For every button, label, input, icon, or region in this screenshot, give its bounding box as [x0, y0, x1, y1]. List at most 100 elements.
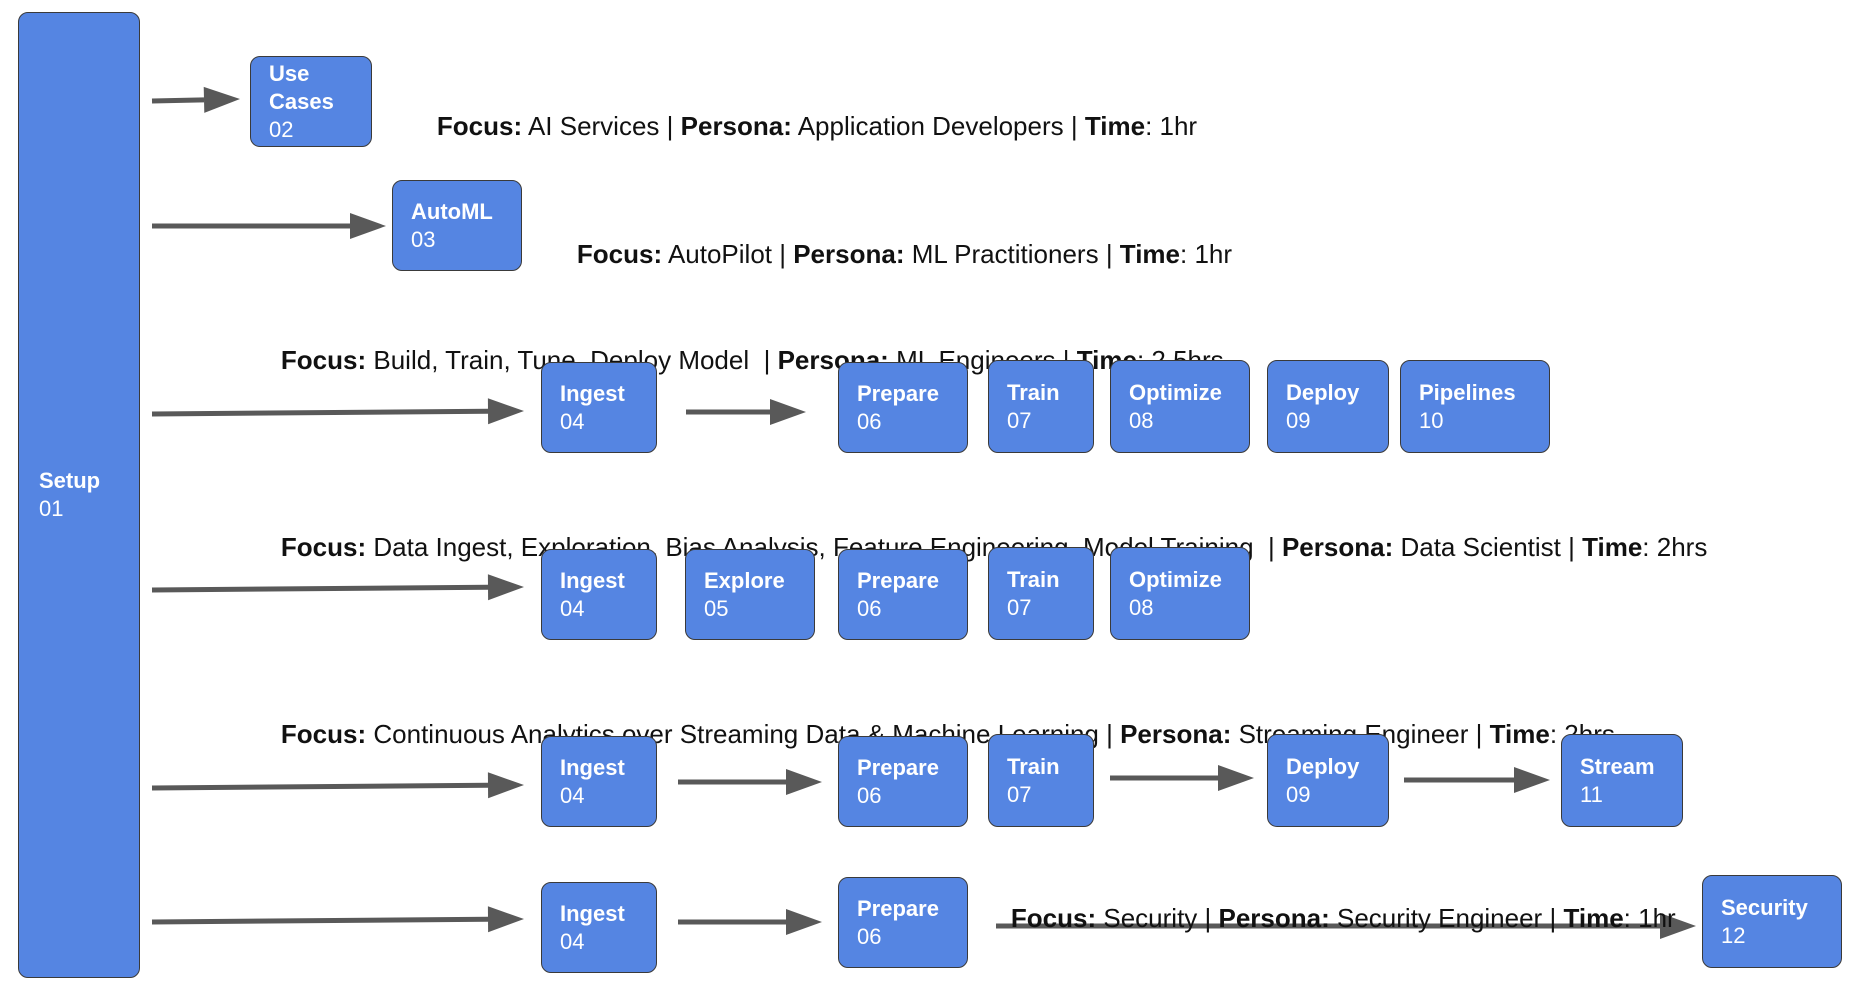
flow-arrow: [678, 769, 822, 795]
node-setup-label: Setup: [39, 468, 101, 493]
arrow-head: [487, 574, 524, 601]
flow-arrow: [151, 906, 524, 933]
node-explore: Explore 05: [685, 549, 815, 640]
node-prepare-label: Prepare: [857, 567, 939, 593]
node-train: Train 07: [988, 734, 1094, 827]
persona-label: Persona:: [680, 111, 792, 141]
node-prepare-number: 06: [857, 782, 882, 808]
arrow-shaft: [151, 584, 489, 593]
node-security-label: Security: [1721, 894, 1808, 920]
node-train-number: 07: [1007, 407, 1032, 433]
arrow-shaft: [151, 408, 489, 417]
node-deploy-label: Deploy: [1286, 753, 1360, 779]
node-prepare-label: Prepare: [857, 380, 939, 406]
arrow-shaft: [151, 916, 489, 925]
node-use-cases: Use Cases 02: [250, 56, 372, 147]
node-deploy: Deploy 09: [1267, 734, 1389, 827]
focus-label: Focus:: [436, 111, 523, 141]
node-prepare: Prepare 06: [838, 736, 968, 827]
node-ingest: Ingest 04: [541, 882, 657, 973]
node-optimize: Optimize 08: [1110, 360, 1250, 453]
arrow-head: [770, 399, 806, 425]
node-prepare: Prepare 06: [838, 549, 968, 640]
node-optimize: Optimize 08: [1110, 547, 1250, 640]
persona-value: Data Scientist: [1400, 532, 1561, 562]
arrow-head: [487, 906, 524, 933]
node-use-cases-number: 02: [269, 116, 294, 142]
node-stream: Stream 11: [1561, 734, 1683, 827]
node-ingest-label: Ingest: [560, 900, 625, 926]
time-label: Time: [1582, 532, 1643, 562]
flow-arrow: [678, 909, 822, 935]
time-value: 1hr: [1638, 903, 1676, 933]
node-train-label: Train: [1007, 379, 1060, 405]
time-value: 1hr: [1194, 239, 1233, 269]
node-train: Train 07: [988, 547, 1094, 640]
node-train-label: Train: [1007, 566, 1060, 592]
node-automl-label: AutoML: [411, 198, 493, 224]
node-prepare-number: 06: [857, 595, 882, 621]
flow-arrow: [151, 772, 524, 799]
flow-arrow: [152, 213, 386, 239]
arrow-head: [350, 213, 386, 239]
focus-label: Focus:: [280, 532, 367, 562]
flow-arrow: [1110, 765, 1254, 791]
persona-value: Security Engineer: [1337, 903, 1543, 933]
node-train-label: Train: [1007, 753, 1060, 779]
focus-value: AutoPilot: [667, 239, 773, 269]
focus-label: Focus:: [280, 345, 367, 375]
node-prepare: Prepare 06: [838, 362, 968, 453]
node-security: Security 12: [1702, 875, 1842, 968]
persona-label: Persona:: [1281, 532, 1394, 562]
node-ingest-label: Ingest: [560, 754, 625, 780]
node-setup-number: 01: [39, 496, 64, 521]
arrow-head: [786, 909, 822, 935]
arrow-shaft: [151, 782, 489, 791]
focus-label: Focus:: [576, 239, 663, 269]
node-train: Train 07: [988, 360, 1094, 453]
node-ingest-number: 04: [560, 595, 585, 621]
node-setup: Setup 01: [18, 12, 140, 978]
node-deploy-number: 09: [1286, 407, 1311, 433]
caption-row1: Focus: AI Services | Persona: Applicatio…: [436, 111, 1198, 141]
node-explore-number: 05: [704, 595, 729, 621]
node-prepare-label: Prepare: [857, 895, 939, 921]
arrow-head: [487, 398, 524, 425]
node-security-number: 12: [1721, 922, 1746, 948]
time-value: 1hr: [1159, 111, 1198, 141]
node-pipelines-number: 10: [1419, 407, 1444, 433]
focus-value: Security: [1103, 903, 1198, 933]
focus-label: Focus:: [280, 719, 367, 749]
caption-row6: Focus: Security | Persona: Security Engi…: [1010, 903, 1676, 933]
node-prepare-label: Prepare: [857, 754, 939, 780]
persona-label: Persona:: [1120, 719, 1232, 749]
node-train-number: 07: [1007, 594, 1032, 620]
persona-label: Persona:: [793, 239, 905, 269]
node-automl: AutoML 03: [392, 180, 522, 271]
node-explore-label: Explore: [704, 567, 785, 593]
node-deploy-number: 09: [1286, 781, 1311, 807]
node-optimize-label: Optimize: [1129, 566, 1222, 592]
node-optimize-number: 08: [1129, 594, 1154, 620]
time-label: Time: [1084, 111, 1146, 141]
time-label: Time: [1489, 719, 1550, 749]
arrow-shaft: [151, 97, 205, 104]
node-ingest: Ingest 04: [541, 549, 657, 640]
node-pipelines: Pipelines 10: [1400, 360, 1550, 453]
flow-arrow: [686, 399, 806, 425]
time-value: 2hrs: [1656, 532, 1708, 562]
flow-arrow: [996, 913, 1696, 939]
node-prepare: Prepare 06: [838, 877, 968, 968]
node-ingest: Ingest 04: [541, 736, 657, 827]
focus-label: Focus:: [1010, 903, 1097, 933]
persona-value: ML Practitioners: [911, 239, 1099, 269]
focus-value: AI Services: [527, 111, 660, 141]
arrow-head: [1514, 767, 1550, 793]
node-ingest-number: 04: [560, 782, 585, 808]
time-label: Time: [1119, 239, 1181, 269]
node-ingest-number: 04: [560, 408, 585, 434]
node-stream-label: Stream: [1580, 753, 1655, 779]
node-ingest-label: Ingest: [560, 567, 625, 593]
